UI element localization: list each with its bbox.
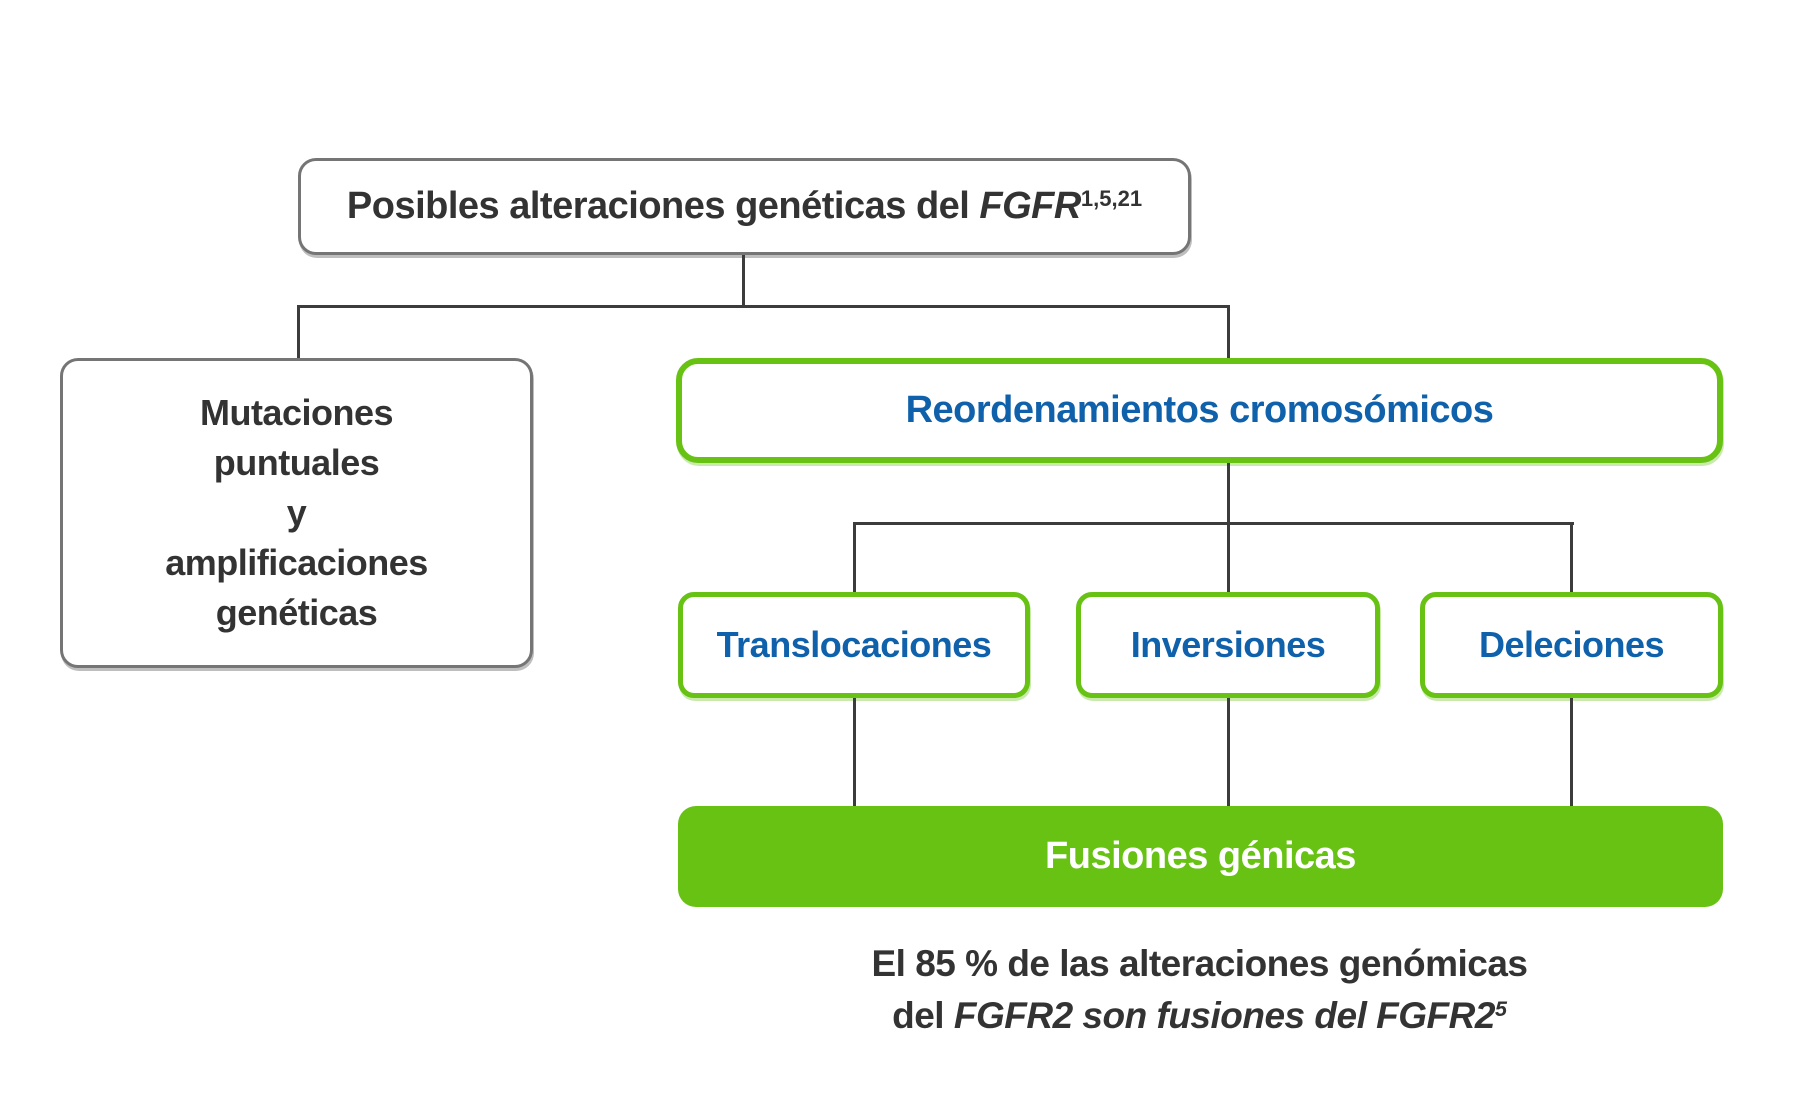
fusion-bar: Fusiones génicas (678, 806, 1723, 907)
caption: El 85 % de las alteraciones genómicas de… (676, 938, 1723, 1047)
gene-fgfr: FGFR (979, 185, 1081, 227)
connector-to-translocations (853, 522, 856, 592)
connector-translocations-to-fusion (853, 698, 856, 808)
mutations-line-3: y (286, 492, 307, 533)
deletions-label: Deleciones (1478, 624, 1665, 665)
caption-superscript: 5 (1494, 997, 1507, 1022)
gene-fgfr2: FGFR2 son fusiones del FGFR25 (953, 995, 1507, 1036)
caption-line-1: El 85 % de las alteraciones genómicas (871, 943, 1528, 984)
root-superscript: 1,5,21 (1080, 185, 1143, 211)
connector-to-deletions (1570, 522, 1573, 592)
mutations-line-1: Mutaciones (199, 392, 394, 433)
fusion-bar-label: Fusiones génicas (1045, 835, 1356, 877)
connector-to-mutations (297, 305, 300, 360)
connector-level2-branch (853, 522, 1574, 525)
connector-deletions-to-fusion (1570, 698, 1573, 808)
root-box-posibles-alteraciones: Posibles alteraciones genéticas del FGFR… (298, 158, 1191, 255)
mutations-line-5: genéticas (215, 592, 378, 633)
inversions-label: Inversiones (1130, 624, 1326, 665)
translocations-box: Translocaciones (678, 592, 1030, 698)
connector-to-inversions (1227, 522, 1230, 592)
caption-line-2: del FGFR2 son fusiones del FGFR25 (892, 995, 1507, 1036)
rearrangements-box: Reordenamientos cromosómicos (676, 358, 1723, 463)
connector-to-rearrangements (1227, 305, 1230, 360)
mutations-line-4: amplificaciones (165, 542, 428, 583)
connector-level1-branch (297, 305, 1230, 308)
mutations-line-2: puntuales (213, 442, 380, 483)
mutations-box: Mutaciones puntuales y amplificaciones g… (60, 358, 533, 668)
connector-inversions-to-fusion (1227, 698, 1230, 808)
root-box-label: Posibles alteraciones genéticas del FGFR… (346, 185, 1143, 227)
translocations-label: Translocaciones (716, 624, 992, 665)
connector-rearrangements-stub (1227, 463, 1230, 522)
mutations-box-label: Mutaciones puntuales y amplificaciones g… (165, 388, 428, 638)
deletions-box: Deleciones (1420, 592, 1723, 698)
connector-root-stub (742, 255, 745, 307)
rearrangements-label: Reordenamientos cromosómicos (905, 389, 1494, 431)
inversions-box: Inversiones (1076, 592, 1380, 698)
